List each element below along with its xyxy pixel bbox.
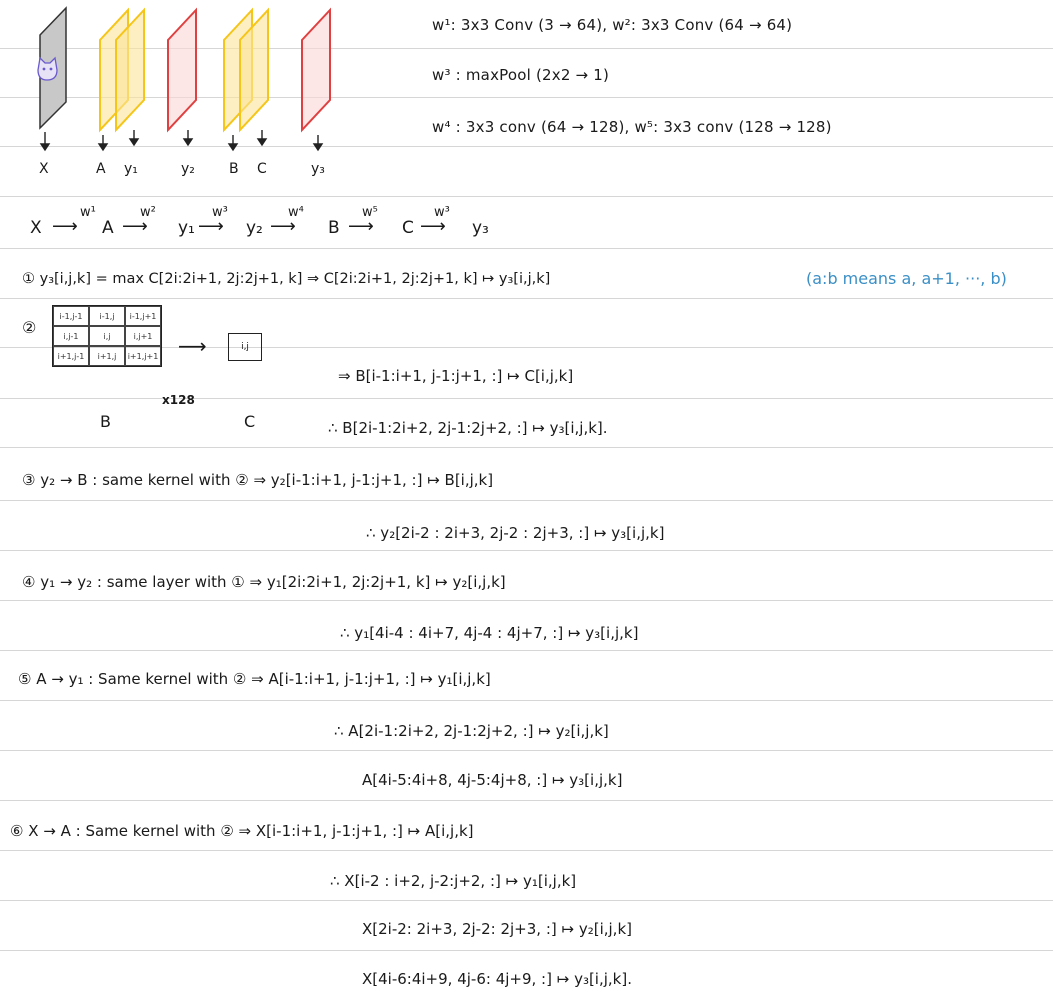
grid-cell: i+1,j+1	[125, 346, 161, 366]
chain-weight: w⁵	[362, 205, 378, 220]
step-5-c: A[4i-5:4i+8, 4j-5:4j+8, :] ↦ y₃[i,j,k]	[362, 771, 623, 789]
grid-label-c: C	[244, 412, 256, 431]
chain-node: y₁	[178, 218, 195, 238]
arrow-icon: ⟶	[52, 216, 78, 237]
pool-plate-y3	[301, 7, 331, 133]
grid-cell: i-1,j	[89, 306, 125, 326]
grid-cell: i+1,j-1	[53, 346, 89, 366]
step-2-b: ∴ B[2i-1:2i+2, 2j-1:2j+2, :] ↦ y₃[i,j,k]…	[328, 419, 608, 437]
grid-cell: i-1,j+1	[125, 306, 161, 326]
step-1: ① y₃[i,j,k] = max C[2i:2i+1, 2j:2j+1, k]…	[22, 271, 551, 287]
layer-chain: X w¹ ⟶ A w² ⟶ y₁ w³ ⟶ y₂ w⁴ ⟶ B w⁵ ⟶ C w…	[30, 206, 550, 242]
arrow-icon: ⟶	[198, 216, 224, 237]
pool-plate-y2	[167, 7, 197, 133]
cat-icon	[37, 56, 58, 81]
arrow-icon: ⟶	[348, 216, 374, 237]
label-c: C	[257, 161, 267, 177]
label-y3: y₃	[311, 161, 325, 177]
step-2-a: ⇒ B[i-1:i+1, j-1:j+1, :] ↦ C[i,j,k]	[338, 367, 574, 385]
chain-node: y₂	[246, 218, 263, 238]
chain-node: B	[328, 218, 340, 238]
conv-plate-y1	[115, 7, 145, 133]
grid-cell: i,j	[89, 326, 125, 346]
layer-diagram	[37, 6, 331, 152]
grid-cell: i,j+1	[125, 326, 161, 346]
chain-weight: w²	[140, 205, 156, 220]
conv-plate-c	[239, 7, 269, 133]
label-x: X	[39, 161, 49, 177]
step-3-a: ③ y₂ → B : same kernel with ② ⇒ y₂[i-1:i…	[22, 471, 494, 489]
chain-node: y₃	[472, 218, 489, 238]
step-5-a: ⑤ A → y₁ : Same kernel with ② ⇒ A[i-1:i+…	[18, 670, 491, 688]
grid-cell: i+1,j	[89, 346, 125, 366]
grid-label-b: B	[100, 412, 111, 431]
down-arrows	[39, 130, 324, 152]
chain-node: A	[102, 218, 114, 238]
step-5-b: ∴ A[2i-1:2i+2, 2j-1:2j+2, :] ↦ y₂[i,j,k]	[334, 722, 609, 740]
arrow-icon: ⟶	[420, 216, 446, 237]
def-line-1: w¹: 3x3 Conv (3 → 64), w²: 3x3 Conv (64 …	[432, 16, 793, 34]
kernel-grid: i-1,j-1 i-1,j i-1,j+1 i,j-1 i,j i,j+1 i+…	[52, 305, 162, 367]
chain-weight: w³	[434, 205, 450, 220]
step-6-b: ∴ X[i-2 : i+2, j-2:j+2, :] ↦ y₁[i,j,k]	[330, 872, 577, 890]
grid-multiplier: x128	[162, 393, 195, 407]
chain-weight: w³	[212, 205, 228, 220]
label-a: A	[96, 161, 106, 177]
grid-cell: i,j-1	[53, 326, 89, 346]
step-1-note: (a:b means a, a+1, ···, b)	[806, 269, 1007, 288]
step-4-b: ∴ y₁[4i-4 : 4i+7, 4j-4 : 4j+7, :] ↦ y₃[i…	[340, 624, 639, 642]
arrow-icon: ⟶	[178, 334, 207, 358]
step-6-d: X[4i-6:4i+9, 4j-6: 4j+9, :] ↦ y₃[i,j,k].	[362, 970, 632, 988]
label-y2: y₂	[181, 161, 195, 177]
output-cell: i,j	[228, 333, 262, 361]
step-3-b: ∴ y₂[2i-2 : 2i+3, 2j-2 : 2j+3, :] ↦ y₃[i…	[366, 524, 665, 542]
label-y1: y₁	[124, 161, 138, 177]
step-2-number: ②	[22, 318, 37, 337]
arrow-icon: ⟶	[122, 216, 148, 237]
def-line-2: w³ : maxPool (2x2 → 1)	[432, 66, 610, 84]
label-b: B	[229, 161, 239, 177]
step-6-a: ⑥ X → A : Same kernel with ② ⇒ X[i-1:i+1…	[10, 822, 474, 840]
chain-node: X	[30, 218, 42, 238]
chain-weight: w¹	[80, 205, 96, 220]
step-4-a: ④ y₁ → y₂ : same layer with ① ⇒ y₁[2i:2i…	[22, 573, 506, 591]
grid-cell: i-1,j-1	[53, 306, 89, 326]
arrow-icon: ⟶	[270, 216, 296, 237]
chain-node: C	[402, 218, 414, 238]
def-line-3: w⁴ : 3x3 conv (64 → 128), w⁵: 3x3 conv (…	[432, 118, 832, 136]
step-6-c: X[2i-2: 2i+3, 2j-2: 2j+3, :] ↦ y₂[i,j,k]	[362, 920, 632, 938]
chain-weight: w⁴	[288, 205, 304, 220]
